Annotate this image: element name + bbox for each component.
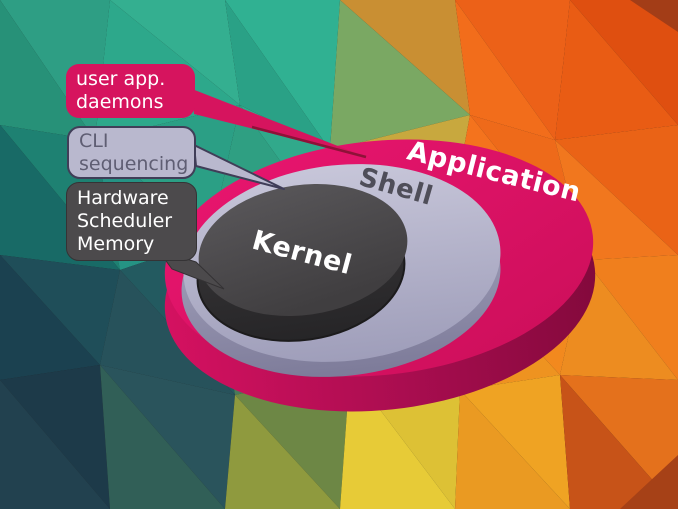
kernel-disk (196, 183, 408, 342)
callout-hardware: Hardware Scheduler Memory (66, 182, 197, 261)
kernel-disk-top (198, 183, 408, 317)
user-apps-tail (192, 89, 366, 157)
callout-user-apps: user app. daemons (66, 64, 195, 118)
callout-cli-sequencing: CLI sequencing (67, 126, 196, 179)
user-apps-tail-edge (251, 125, 367, 159)
